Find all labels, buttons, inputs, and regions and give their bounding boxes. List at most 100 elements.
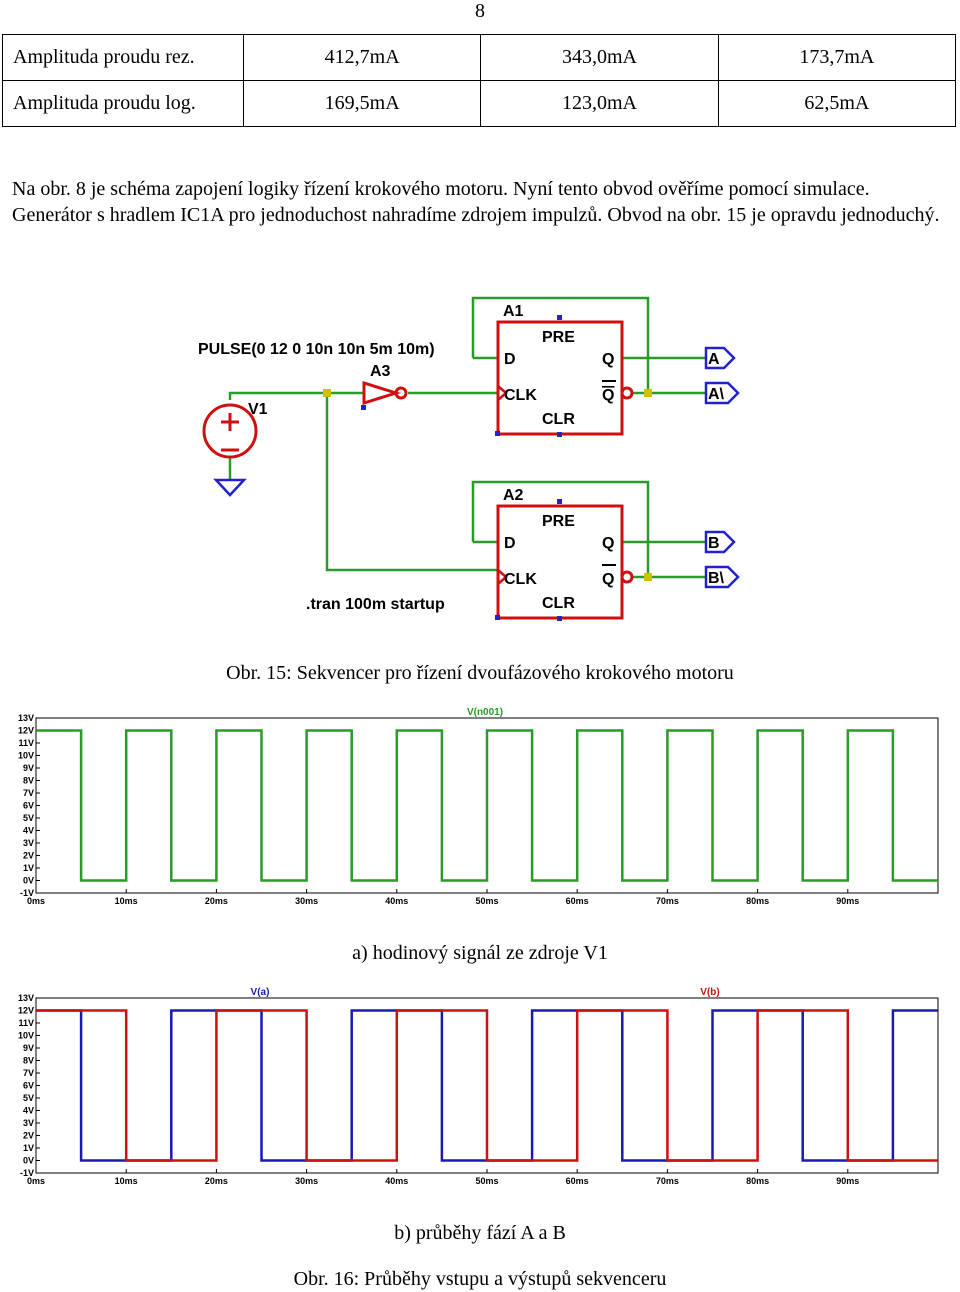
subcaption-b: b) průběhy fází A a B [394, 1222, 566, 1244]
y-tick-label: 12V [18, 726, 34, 736]
table-cell: 173,7mA [717, 34, 957, 81]
ff2-name: A2 [503, 487, 524, 504]
x-tick-label: 60ms [566, 896, 589, 906]
y-tick-label: 6V [23, 801, 34, 811]
y-tick-label: 4V [23, 826, 34, 836]
y-tick-label: 2V [23, 851, 34, 861]
ff2-clk: CLK [504, 571, 537, 588]
voltage-source-v1 [202, 403, 258, 459]
x-tick-label: 80ms [746, 896, 769, 906]
x-tick-label: 50ms [475, 1176, 498, 1186]
figure-caption-16: Obr. 16: Průběhy vstupu a výstupů sekven… [293, 1268, 667, 1290]
y-tick-label: 2V [23, 1131, 34, 1141]
tran-directive: .tran 100m startup [306, 596, 445, 613]
table-cell: 412,7mA [242, 34, 482, 81]
x-tick-label: 10ms [115, 896, 138, 906]
ff1-q: Q [602, 351, 614, 368]
ff1-clr: CLR [542, 411, 575, 428]
x-tick-label: 90ms [836, 896, 859, 906]
table-cell: 62,5mA [717, 80, 957, 127]
y-tick-label: 13V [18, 993, 34, 1003]
amplitude-table: Amplituda proudu rez. 412,7mA 343,0mA 17… [2, 34, 957, 127]
y-tick-label: 8V [23, 1056, 34, 1066]
x-tick-label: 30ms [295, 896, 318, 906]
table-cell: 169,5mA [242, 80, 482, 127]
y-tick-label: -1V [20, 1168, 34, 1178]
ff2-clr: CLR [542, 595, 575, 612]
ff1-pre: PRE [542, 329, 575, 346]
y-tick-label: 0V [23, 1156, 34, 1166]
body-paragraph: Na obr. 8 je schéma zapojení logiky říze… [12, 178, 940, 226]
pulse-label: PULSE(0 12 0 10n 10n 5m 10m) [198, 341, 435, 358]
inversion-bubble-icon [620, 570, 634, 584]
port-label-b: B [708, 535, 720, 552]
y-tick-label: 9V [23, 763, 34, 773]
x-tick-label: 60ms [566, 1176, 589, 1186]
inversion-bubble-icon [620, 386, 634, 400]
x-tick-label: 0ms [27, 1176, 45, 1186]
y-tick-label: 11V [18, 1018, 34, 1028]
terminal-squares [361, 315, 562, 621]
ff2-qbar: Q [602, 571, 614, 588]
clock-edge-icon [497, 569, 508, 585]
x-tick-label: 40ms [385, 1176, 408, 1186]
port-label-b-bar: B\ [708, 570, 725, 587]
inverter-a3 [362, 380, 408, 406]
legend-label: V(n001) [467, 707, 503, 718]
x-tick-label: 0ms [27, 896, 45, 906]
port-label-a: A [708, 351, 720, 368]
table-cell: 123,0mA [480, 80, 719, 127]
y-tick-label: 3V [23, 838, 34, 848]
y-tick-label: 12V [18, 1006, 34, 1016]
ff1-qbar: Q [602, 387, 614, 404]
junction-dots [323, 389, 652, 581]
x-tick-label: 40ms [385, 896, 408, 906]
y-tick-label: 11V [18, 738, 34, 748]
y-tick-label: 3V [23, 1118, 34, 1128]
legend-label: V(a) [251, 987, 270, 998]
y-tick-label: 5V [23, 813, 34, 823]
y-tick-label: 7V [23, 788, 34, 798]
y-tick-label: 8V [23, 776, 34, 786]
table-cell: 343,0mA [480, 34, 719, 81]
x-tick-label: 20ms [205, 896, 228, 906]
port-label-a-bar: A\ [708, 386, 725, 403]
ff1-clk: CLK [504, 387, 537, 404]
ff1-d: D [504, 351, 516, 368]
subcaption-a: a) hodinový signál ze zdroje V1 [352, 942, 608, 964]
y-tick-label: 10V [18, 1031, 34, 1041]
table-row: Amplituda proudu log. 169,5mA 123,0mA 62… [2, 80, 957, 127]
y-tick-label: 6V [23, 1081, 34, 1091]
ff2-pre: PRE [542, 513, 575, 530]
y-tick-label: -1V [20, 888, 34, 898]
y-tick-label: 4V [23, 1106, 34, 1116]
figure-caption-15: Obr. 15: Sekvencer pro řízení dvoufázové… [226, 662, 734, 684]
legend-label: V(b) [700, 987, 719, 998]
y-tick-label: 13V [18, 713, 34, 723]
x-tick-label: 20ms [205, 1176, 228, 1186]
y-tick-label: 1V [23, 863, 34, 873]
inverter-label: A3 [370, 363, 391, 380]
x-tick-label: 30ms [295, 1176, 318, 1186]
source-label: V1 [248, 401, 268, 418]
y-tick-label: 1V [23, 1143, 34, 1153]
net-ports [704, 346, 740, 589]
x-tick-label: 70ms [656, 1176, 679, 1186]
x-tick-label: 10ms [115, 1176, 138, 1186]
y-tick-label: 7V [23, 1068, 34, 1078]
x-tick-label: 50ms [475, 896, 498, 906]
page-number: 8 [475, 0, 485, 22]
ff1-name: A1 [503, 303, 524, 320]
ff2-d: D [504, 535, 516, 552]
x-tick-label: 80ms [746, 1176, 769, 1186]
series-line [36, 1009, 938, 1162]
y-tick-label: 10V [18, 751, 34, 761]
y-tick-label: 5V [23, 1093, 34, 1103]
x-tick-label: 70ms [656, 896, 679, 906]
y-tick-label: 0V [23, 876, 34, 886]
schematic-diagram: PULSE(0 12 0 10n 10n 5m 10m) V1 A3 A1 PR… [198, 296, 740, 621]
series-line [36, 729, 938, 882]
clock-edge-icon [497, 385, 508, 401]
